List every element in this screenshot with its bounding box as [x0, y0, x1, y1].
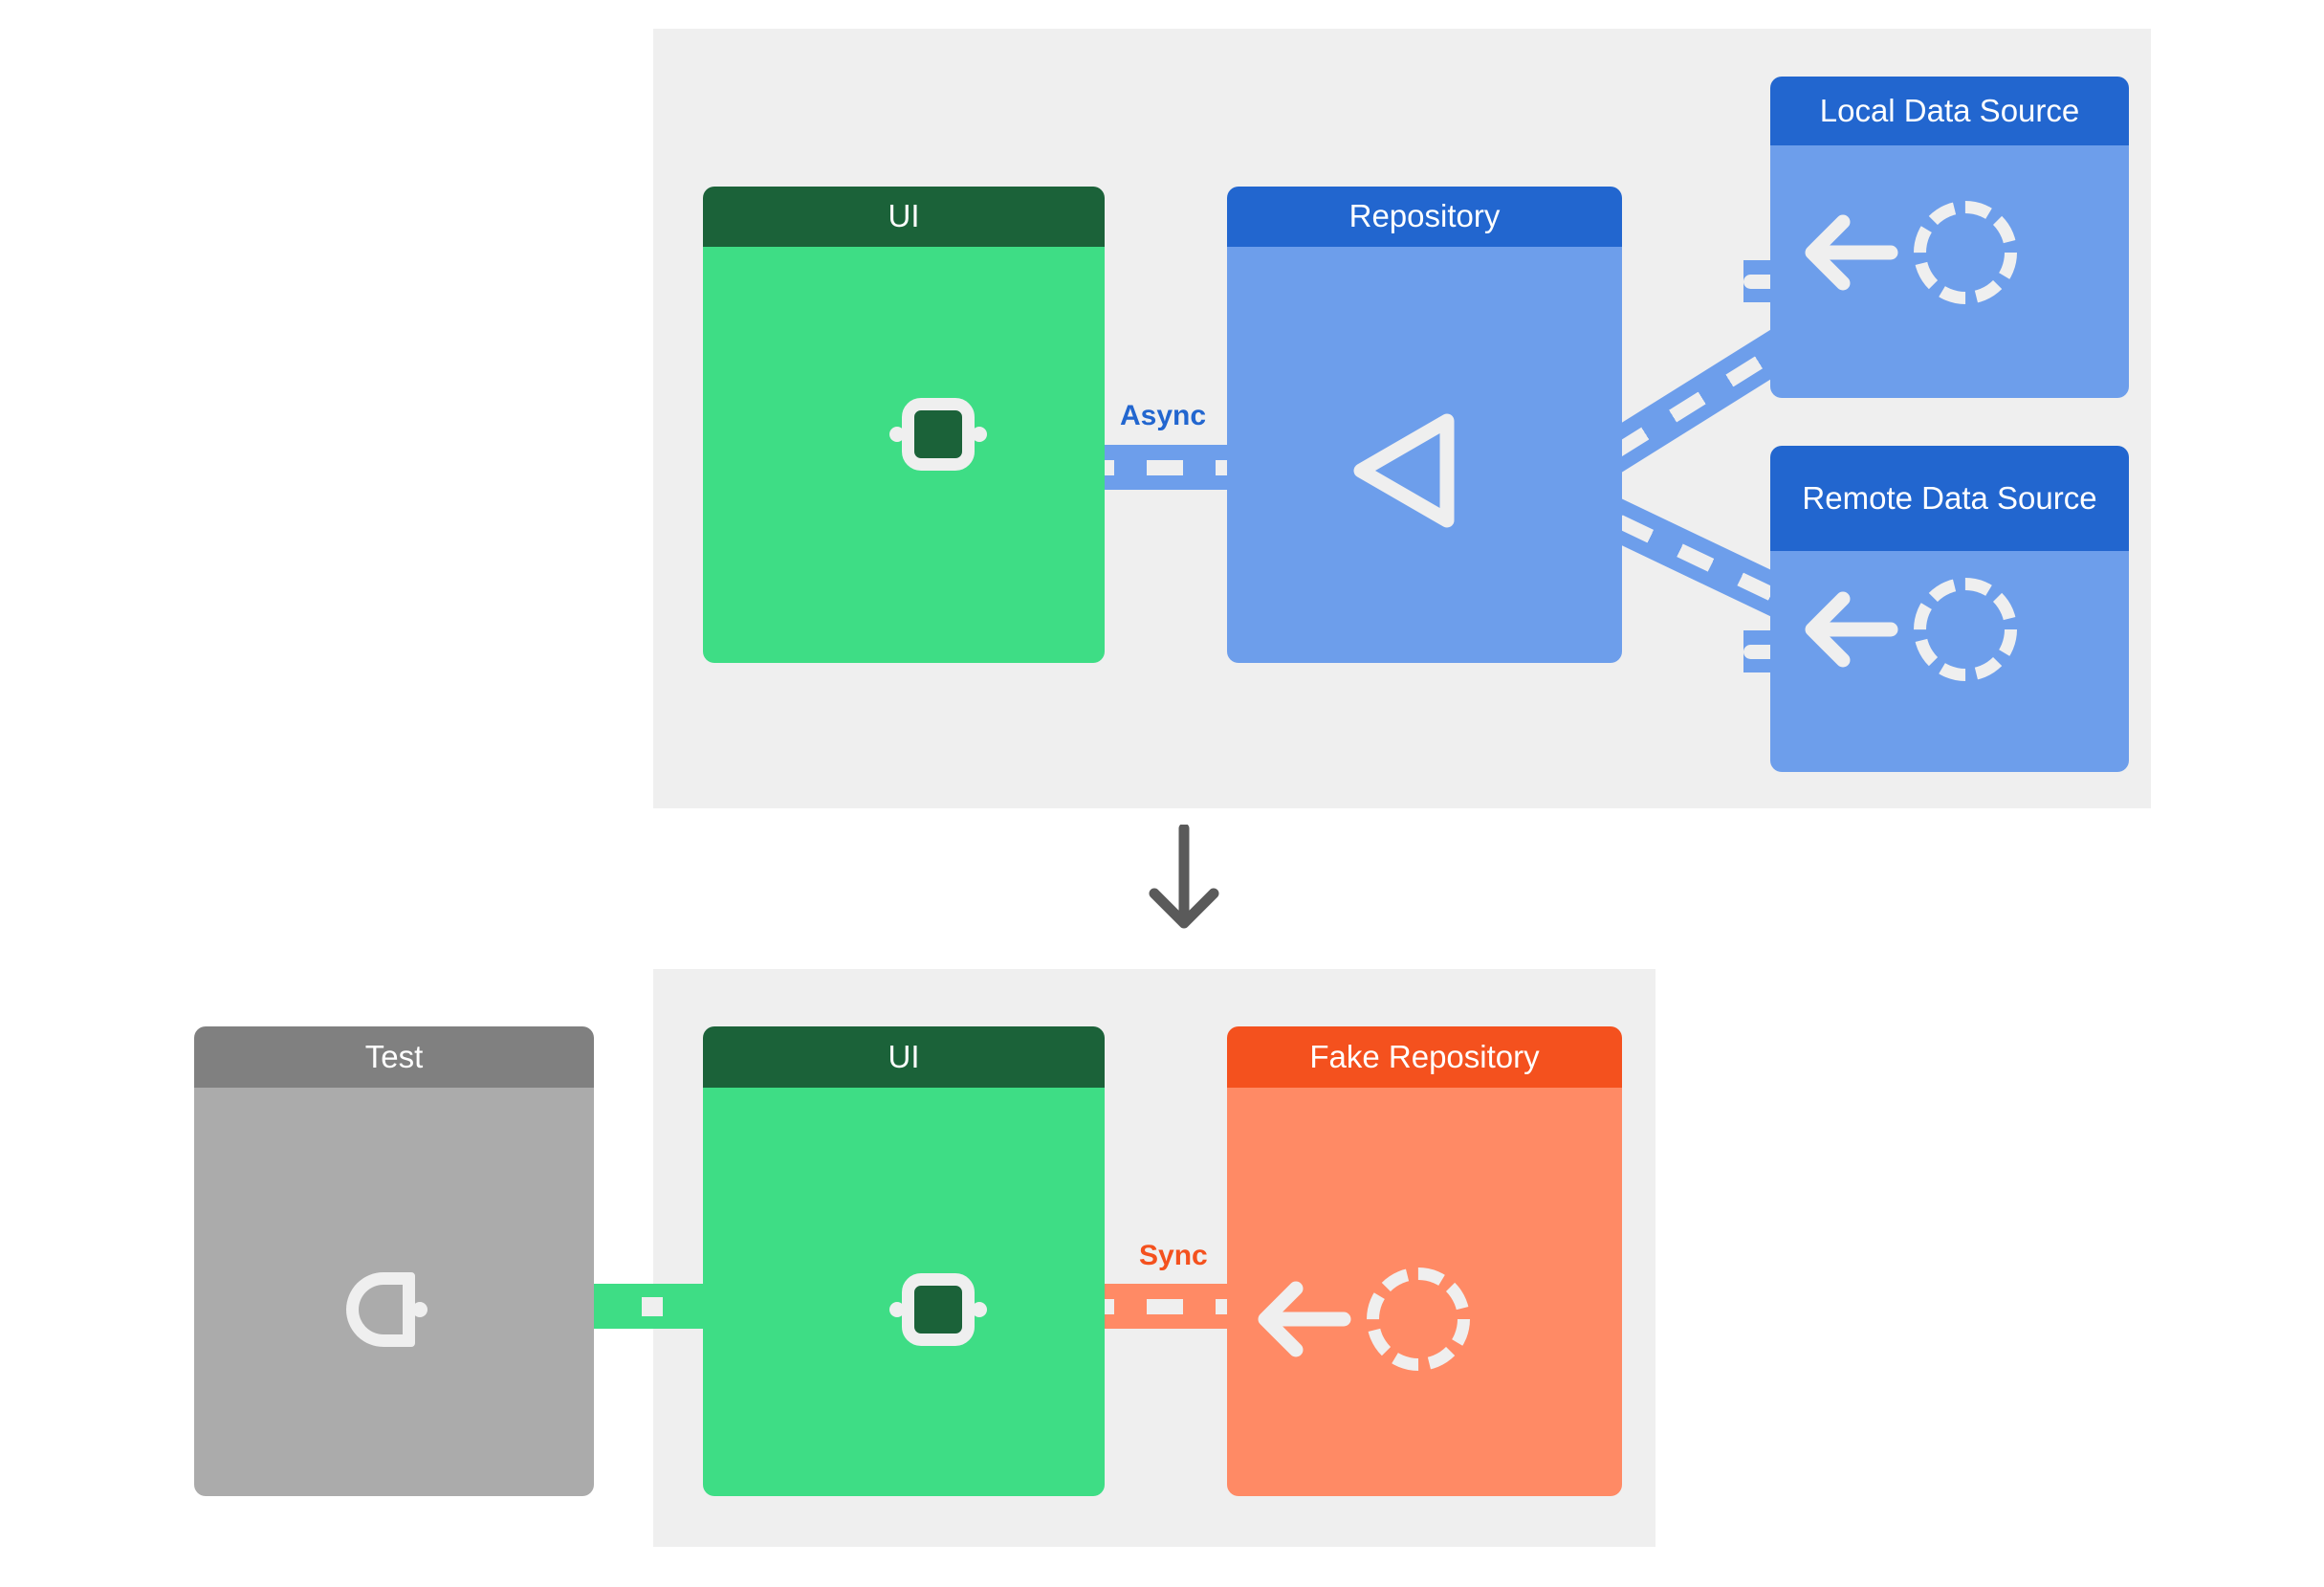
- card-remote-data-source-title: Remote Data Source: [1770, 446, 2129, 551]
- card-fake-repository-title: Fake Repository: [1227, 1026, 1622, 1088]
- d-socket-icon: [346, 1272, 428, 1347]
- card-remote-data-source[interactable]: Remote Data Source: [1770, 446, 2129, 772]
- card-test-body: [194, 1088, 594, 1496]
- arrow-down-icon: [1149, 825, 1219, 929]
- card-remote-data-source-icons: [1770, 551, 2129, 772]
- dashed-circle-icon: [1914, 578, 2017, 681]
- card-fake-repository[interactable]: Fake Repository: [1227, 1026, 1622, 1496]
- arrow-left-icon: [1805, 591, 1898, 668]
- card-ui-test-icons: [703, 1088, 1105, 1496]
- square-socket-icon: [889, 398, 987, 471]
- dashed-circle-icon: [1914, 201, 2017, 304]
- edge-label-async: Async: [1114, 400, 1213, 432]
- card-fake-repository-icons: [1227, 1088, 1622, 1496]
- card-test[interactable]: Test: [194, 1026, 594, 1496]
- card-local-data-source-icons: [1770, 145, 2129, 398]
- card-ui-test-body: [703, 1088, 1105, 1496]
- card-repository-title: Repository: [1227, 187, 1622, 247]
- card-test-icons: [194, 1088, 594, 1496]
- card-test-title: Test: [194, 1026, 594, 1088]
- card-ui-test-title: UI: [703, 1026, 1105, 1088]
- card-local-data-source[interactable]: Local Data Source: [1770, 77, 2129, 398]
- card-ui-production-body: [703, 247, 1105, 663]
- card-repository-body: [1227, 247, 1622, 663]
- card-local-data-source-title: Local Data Source: [1770, 77, 2129, 145]
- card-repository-icons: [1227, 247, 1622, 663]
- card-repository[interactable]: Repository: [1227, 187, 1622, 663]
- arrow-left-icon: [1258, 1281, 1351, 1357]
- triangle-left-icon: [1353, 413, 1455, 528]
- card-ui-production-icons: [703, 247, 1105, 663]
- card-local-data-source-body: [1770, 145, 2129, 398]
- card-ui-test[interactable]: UI: [703, 1026, 1105, 1496]
- dashed-circle-icon: [1367, 1267, 1470, 1371]
- arrow-left-icon: [1805, 214, 1898, 291]
- card-ui-production[interactable]: UI: [703, 187, 1105, 663]
- square-socket-icon: [889, 1273, 987, 1346]
- card-ui-production-title: UI: [703, 187, 1105, 247]
- card-fake-repository-body: [1227, 1088, 1622, 1496]
- edge-label-sync: Sync: [1133, 1240, 1214, 1272]
- card-remote-data-source-body: [1770, 551, 2129, 772]
